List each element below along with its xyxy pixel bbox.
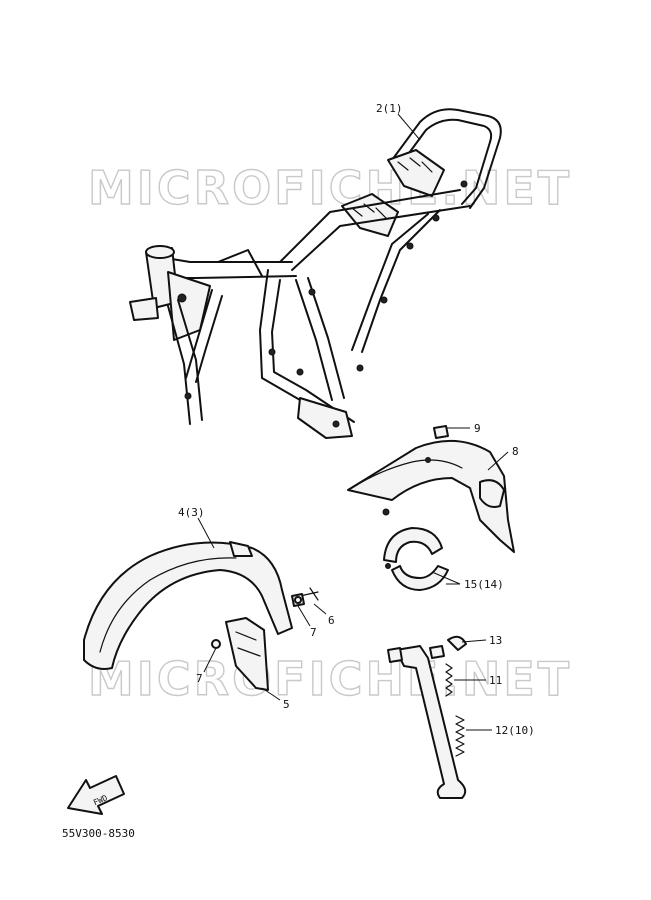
callout-6: 6 xyxy=(328,614,335,627)
callout-15: 15(14) xyxy=(464,578,504,591)
leader-lines xyxy=(197,113,509,731)
callout-8: 8 xyxy=(512,445,519,458)
callout-7-lower: 7 xyxy=(196,672,203,685)
sidestand-part xyxy=(387,645,467,799)
brake-shoe-part xyxy=(383,527,449,591)
callout-13: 13 xyxy=(489,634,502,647)
front-fender-part xyxy=(83,541,293,670)
callout-2: 2(1) xyxy=(376,102,403,115)
rear-fender-part xyxy=(347,439,515,553)
watermark-top: MICROFICHE.NET xyxy=(88,161,572,215)
callout-4: 4(3) xyxy=(178,506,205,519)
watermark-bottom: MICROFICHE.NET xyxy=(88,652,572,706)
stand-bolt-part xyxy=(447,635,467,651)
fender-nut-part xyxy=(433,425,449,439)
fwd-arrow-icon xyxy=(67,775,125,815)
frame-part xyxy=(129,108,502,439)
callout-11: 11 xyxy=(489,674,502,687)
mud-flap-part xyxy=(225,617,269,691)
callout-12: 12(10) xyxy=(495,724,535,737)
callout-9: 9 xyxy=(474,422,481,435)
spring-part xyxy=(445,663,465,757)
diagram-code: 55V300-8530 xyxy=(62,827,135,840)
callout-5: 5 xyxy=(283,698,290,711)
callout-7-upper: 7 xyxy=(310,626,317,639)
